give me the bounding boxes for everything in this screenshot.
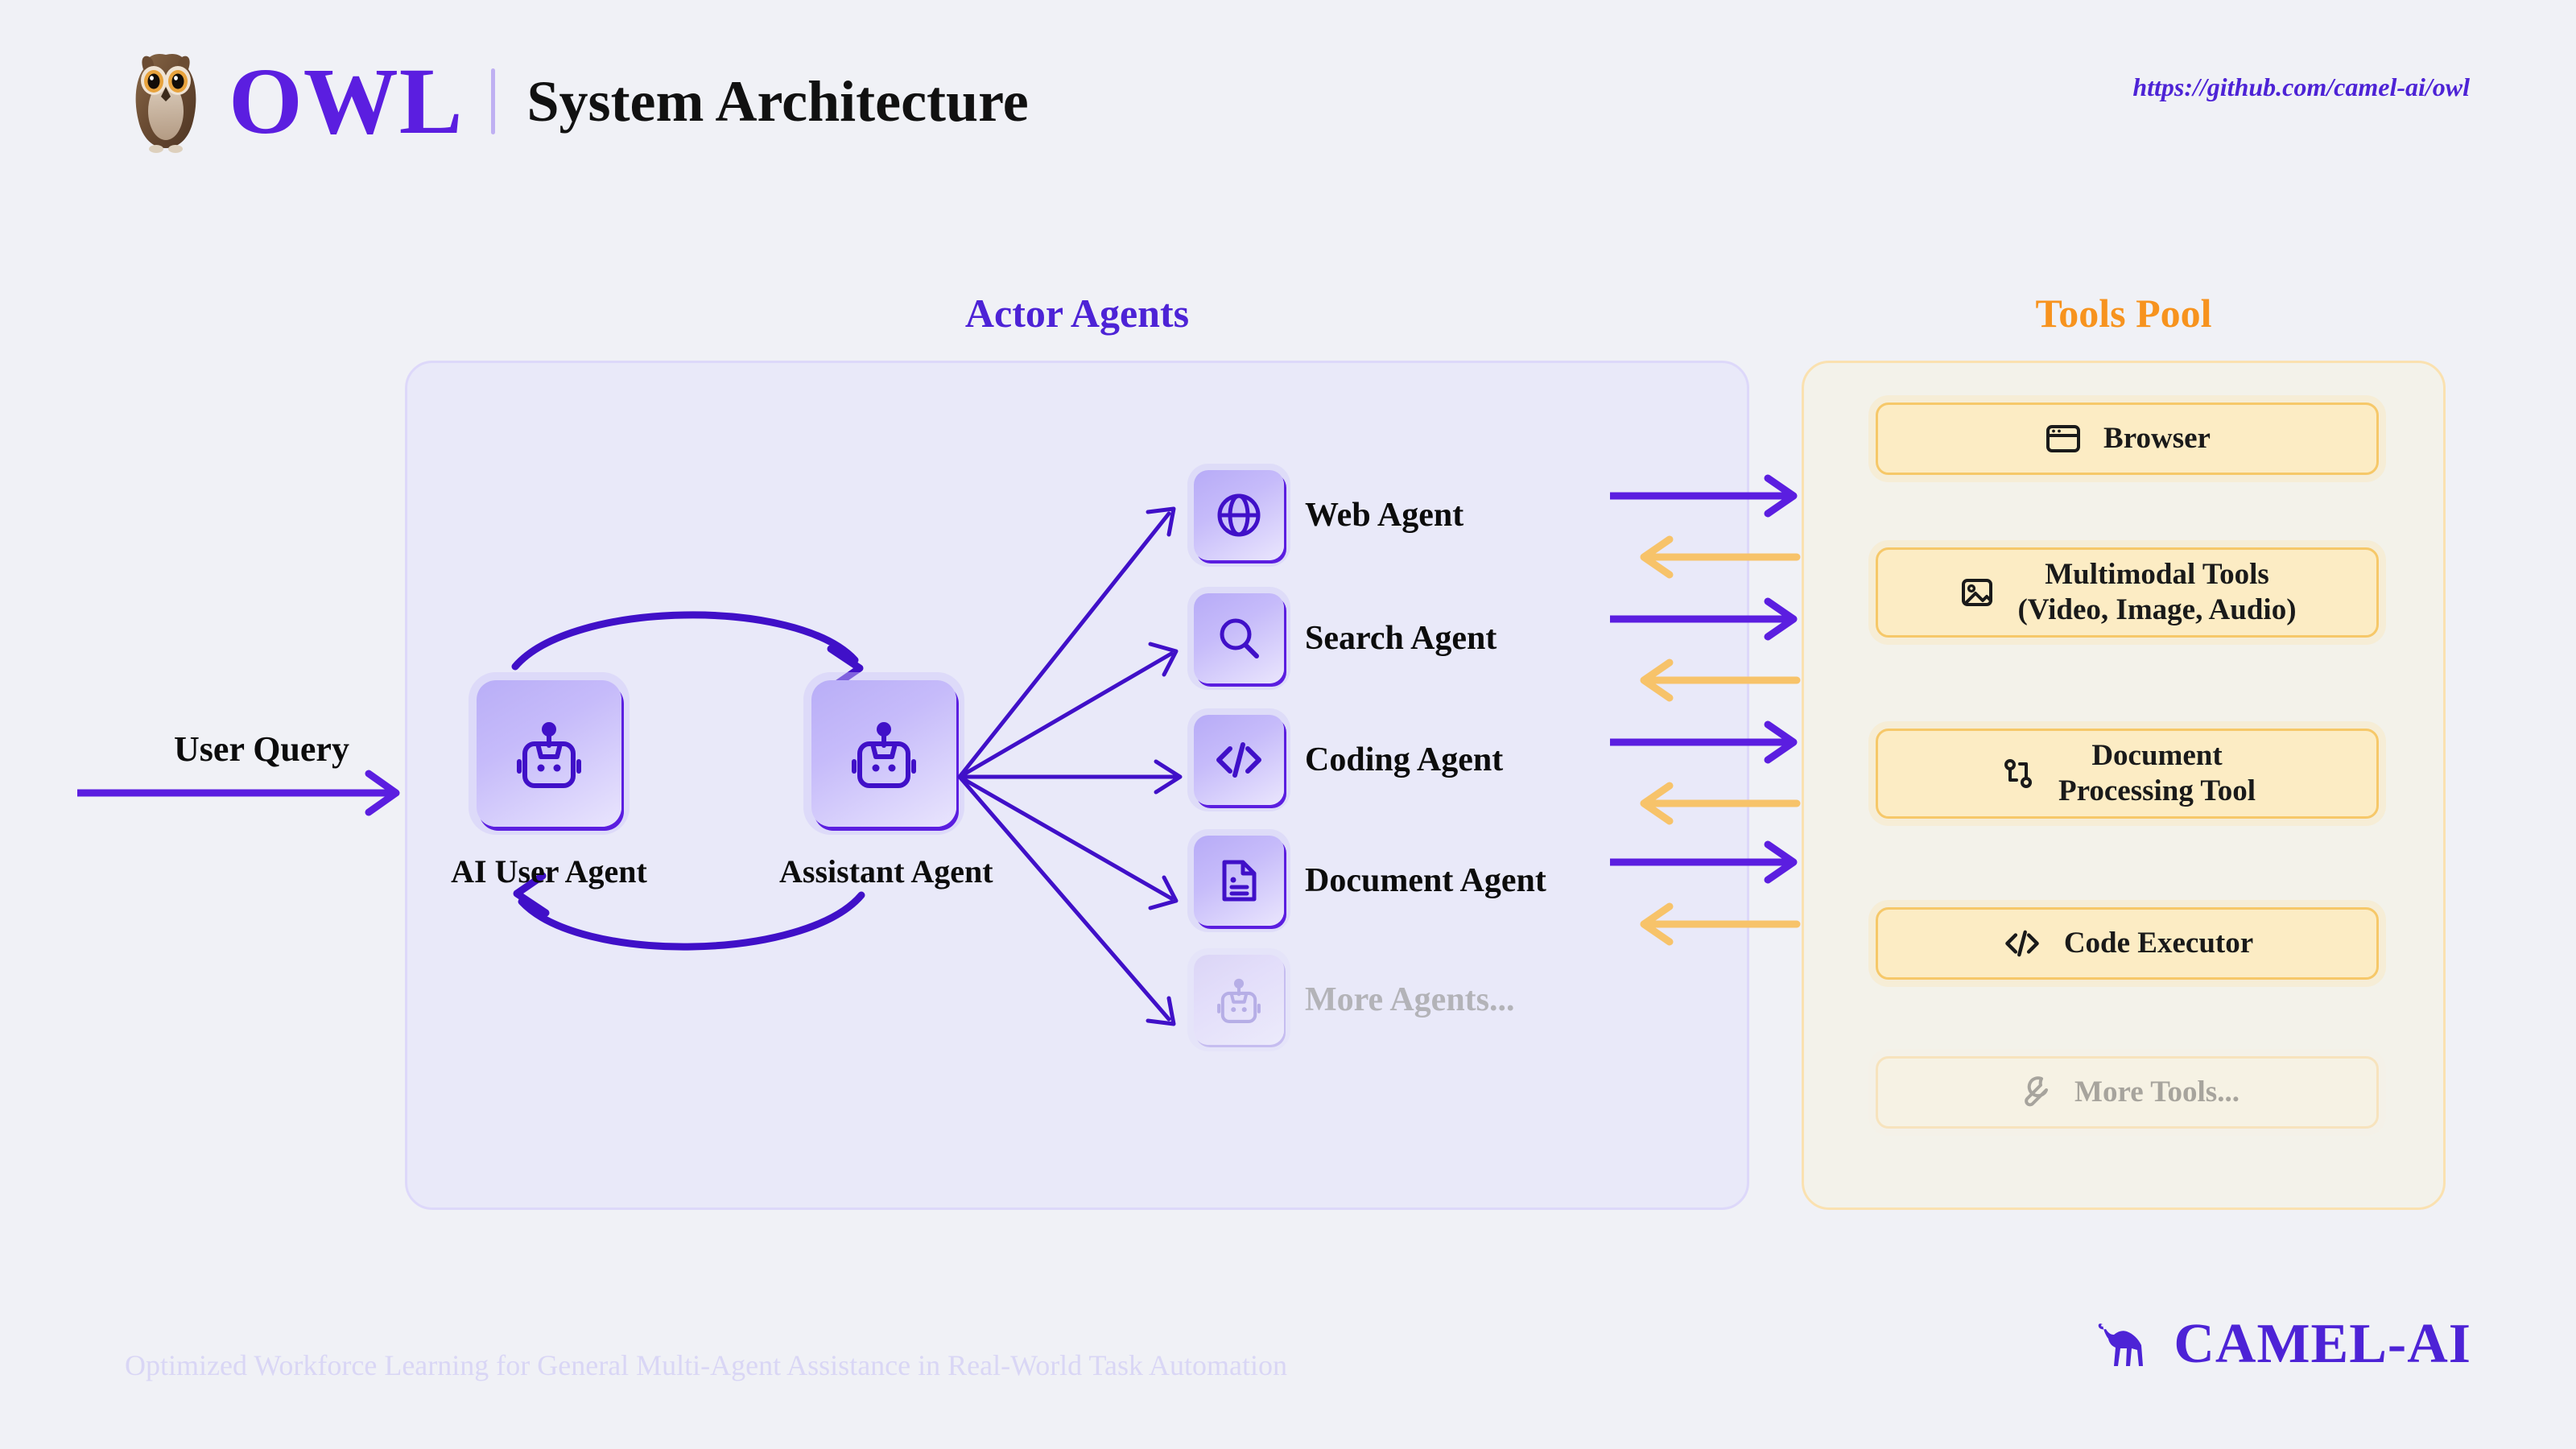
ai-user-agent-label: AI User Agent xyxy=(451,853,647,890)
tools-pool-title: Tools Pool xyxy=(2035,291,2212,336)
tool-card-code-executor[interactable]: Code Executor xyxy=(1876,907,2379,980)
agent-label: More Agents... xyxy=(1305,981,1515,1018)
assistant-agent-label: Assistant Agent xyxy=(779,853,993,890)
user-query-label: User Query xyxy=(174,729,349,769)
agent-list-item-search[interactable]: Search Agent xyxy=(1194,593,1496,683)
robot-icon xyxy=(1194,955,1284,1045)
arrow-right-icon xyxy=(77,769,415,817)
camel-icon xyxy=(2091,1313,2161,1377)
tool-label: Document Processing Tool xyxy=(2058,739,2256,807)
tool-label: More Tools... xyxy=(2074,1075,2240,1109)
document-icon xyxy=(1194,836,1284,926)
page-title: System Architecture xyxy=(526,69,1029,134)
git-branch-icon xyxy=(1999,754,2037,793)
title-divider xyxy=(490,68,495,134)
tool-card-browser[interactable]: Browser xyxy=(1876,402,2379,475)
assistant-agent-card[interactable]: Assistant Agent xyxy=(779,680,993,890)
agent-list-item-web[interactable]: Web Agent xyxy=(1194,470,1463,560)
agent-label: Document Agent xyxy=(1305,862,1546,899)
magnifier-icon xyxy=(1194,593,1284,683)
agent-list-item-coding[interactable]: Coding Agent xyxy=(1194,715,1503,805)
robot-icon xyxy=(811,680,956,827)
ai-user-agent-card[interactable]: AI User Agent xyxy=(444,680,654,890)
actor-agents-title: Actor Agents xyxy=(964,291,1190,336)
repo-url-link[interactable]: https://github.com/camel-ai/owl xyxy=(2132,72,2470,101)
footer-tagline: Optimized Workforce Learning for General… xyxy=(125,1349,1287,1381)
code-brackets-icon xyxy=(1194,715,1284,805)
tool-card-more-tools[interactable]: More Tools... xyxy=(1876,1056,2379,1129)
camel-ai-logo-text: CAMEL-AI xyxy=(2174,1313,2471,1375)
camel-ai-logo: CAMEL-AI xyxy=(2091,1312,2471,1377)
tool-card-document-processing[interactable]: Document Processing Tool xyxy=(1876,729,2379,819)
agent-label: Coding Agent xyxy=(1305,741,1504,778)
tool-card-multimodal[interactable]: Multimodal Tools (Video, Image, Audio) xyxy=(1876,547,2379,638)
wrench-icon xyxy=(2015,1073,2054,1112)
header: OWL System Architecture xyxy=(121,48,1029,155)
agent-list-item-more[interactable]: More Agents... xyxy=(1194,955,1515,1045)
robot-icon xyxy=(477,680,621,827)
browser-window-icon xyxy=(2044,419,2083,458)
agent-label: Web Agent xyxy=(1305,497,1464,534)
code-brackets-icon xyxy=(2001,925,2043,962)
tool-label: Code Executor xyxy=(2063,927,2254,960)
agent-label: Search Agent xyxy=(1305,620,1497,657)
image-icon xyxy=(1958,573,1996,612)
agent-list-item-document[interactable]: Document Agent xyxy=(1194,836,1546,926)
tool-label: Browser xyxy=(2103,422,2211,456)
brand-title: OWL xyxy=(229,48,464,154)
globe-icon xyxy=(1194,470,1284,560)
tool-label: Multimodal Tools (Video, Image, Audio) xyxy=(2017,558,2297,626)
owl-logo-icon xyxy=(121,48,211,155)
